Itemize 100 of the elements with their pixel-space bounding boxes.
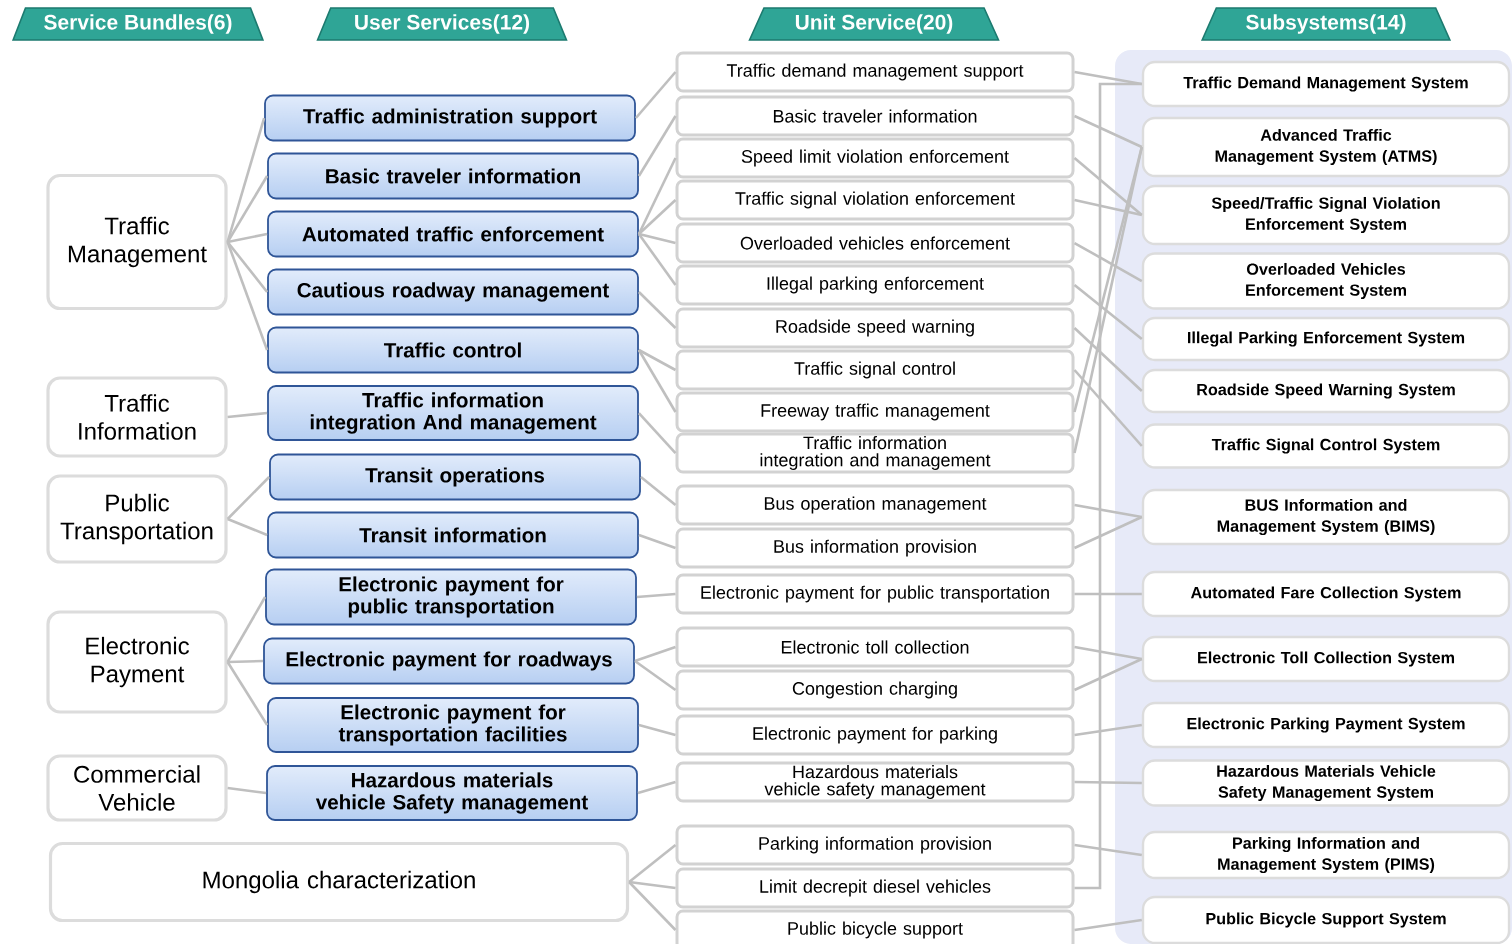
connector-line [227,411,268,419]
unit-service-box: Congestion charging [675,669,1075,711]
connector-line [1073,369,1143,447]
connector-line [634,71,677,119]
unit-service-box: Traffic signal control [675,349,1075,391]
service-box: Automated traffic enforcement [267,210,639,258]
subsystem-box: Electronic Parking Payment System [1141,701,1511,749]
connector-line [227,232,268,244]
connector-line [634,659,677,692]
category-box: Traffic Management [46,173,228,311]
connector-line [227,659,264,664]
connector-line [638,533,676,550]
category-box: Electronic Payment [46,610,228,714]
category-box: Traffic Information [46,376,228,458]
unit-service-box: Traffic signal violation enforcement [675,179,1075,221]
connector-line [1073,114,1143,149]
connector-line [628,880,676,890]
connector-line [226,661,269,726]
unit-service-box: Basic traveler information [675,95,1075,137]
service-box: Electronic payment for public transportation [265,568,637,626]
connector-line [226,476,271,520]
connector-line [638,723,676,737]
connector-line [1074,843,1142,857]
connector-line [1073,515,1143,550]
header-tab: User Services(12) [316,7,568,41]
connector-line [637,412,677,454]
unit-service-box: Electronic toll collection [675,626,1075,668]
connector-line [638,199,677,235]
connector-line [628,881,677,931]
subsystem-box: Overloaded Vehicles Enforcement System [1141,252,1511,310]
connector-line [1074,70,1143,86]
connector-line [638,291,677,329]
unit-service-box: Hazardous materials vehicle safety management [675,761,1075,803]
unit-service-box: Overloaded vehicles enforcement [675,222,1075,264]
unit-service-box: Traffic information integration and management [675,432,1075,474]
connector-line [628,844,677,884]
subsystem-box: Electronic Toll Collection System [1141,635,1511,683]
connector-line [1073,657,1143,692]
connector-line [226,241,269,293]
connector-line [638,232,676,245]
subsystem-box: Automated Fare Collection System [1141,570,1511,618]
unit-service-box: Limit decrepit diesel vehicles [675,867,1075,909]
subsystem-box: Hazardous Materials Vehicle Safety Management System [1141,759,1511,807]
connector-line [637,780,676,795]
subsystem-box: Traffic Signal Control System [1141,423,1511,469]
connector-line [637,349,677,413]
service-box: Electronic payment for transportation facilities [267,697,639,753]
connector-line [638,348,677,372]
connector-line [1074,198,1143,217]
unit-service-box: Traffic demand management support [675,51,1075,93]
subsystem-box: Traffic Demand Management System [1141,60,1511,108]
connector-line [1073,157,1143,216]
connector-line [1074,918,1142,932]
service-box: Transit information [267,511,639,559]
connector-line [637,115,677,177]
connector-line [1074,780,1142,785]
service-box: Traffic control [267,326,639,374]
connector-line [226,241,269,351]
connector-line [636,592,676,599]
service-box: Basic traveler information [267,152,639,200]
connector-line [1073,327,1143,392]
subsystem-box: Illegal Parking Enforcement System [1141,316,1511,362]
service-box: Electronic payment for roadways [263,637,635,685]
unit-service-box: Electronic payment for public transportation [675,573,1075,615]
connector-line [1074,723,1142,737]
service-box: Transit operations [269,453,641,501]
unit-service-box: Freeway traffic management [675,391,1075,433]
connector-line [637,157,677,235]
subsystem-box: Roadside Speed Warning System [1141,368,1511,414]
unit-service-box: Bus operation management [675,484,1075,526]
unit-service-box: Public bicycle support [675,909,1075,944]
subsystem-box: Advanced Traffic Management System (ATMS) [1141,116,1511,178]
header-tab: Unit Service(20) [748,7,1000,41]
category-box: Commercial Vehicle [46,754,228,822]
connector-line [1073,241,1143,283]
service-box: Cautious roadway management [267,268,639,316]
connector-line [634,645,676,663]
unit-service-box: Speed limit violation enforcement [675,137,1075,179]
connector-line [640,476,677,506]
connector-line [1073,284,1143,341]
connector-line [1074,592,1142,596]
service-box: Hazardous materials vehicle Safety management [266,765,638,821]
connector-line [226,117,266,243]
connector-line [226,175,269,243]
service-box: Traffic information integration And management [267,385,639,441]
category-box: Public Transportation [46,474,228,564]
unit-service-box: Electronic payment for parking [675,714,1075,756]
connector-line [227,786,267,795]
service-box: Traffic administration support [264,94,636,142]
connector-line [227,517,268,537]
connector-line [226,596,267,663]
unit-service-box: Roadside speed warning [675,307,1075,349]
subsystem-box: BUS Information and Management System (BIMS) [1141,488,1511,546]
connector-line [1074,82,1142,890]
connector-line [1074,645,1143,661]
connector-line [637,233,677,286]
category-box: Mongolia characterization [48,841,630,923]
connector-line [1074,503,1143,519]
subsystem-box: Speed/Traffic Signal Violation Enforcement System [1141,184,1511,246]
subsystem-box: Parking Information and Management System (PIMS) [1141,830,1511,880]
